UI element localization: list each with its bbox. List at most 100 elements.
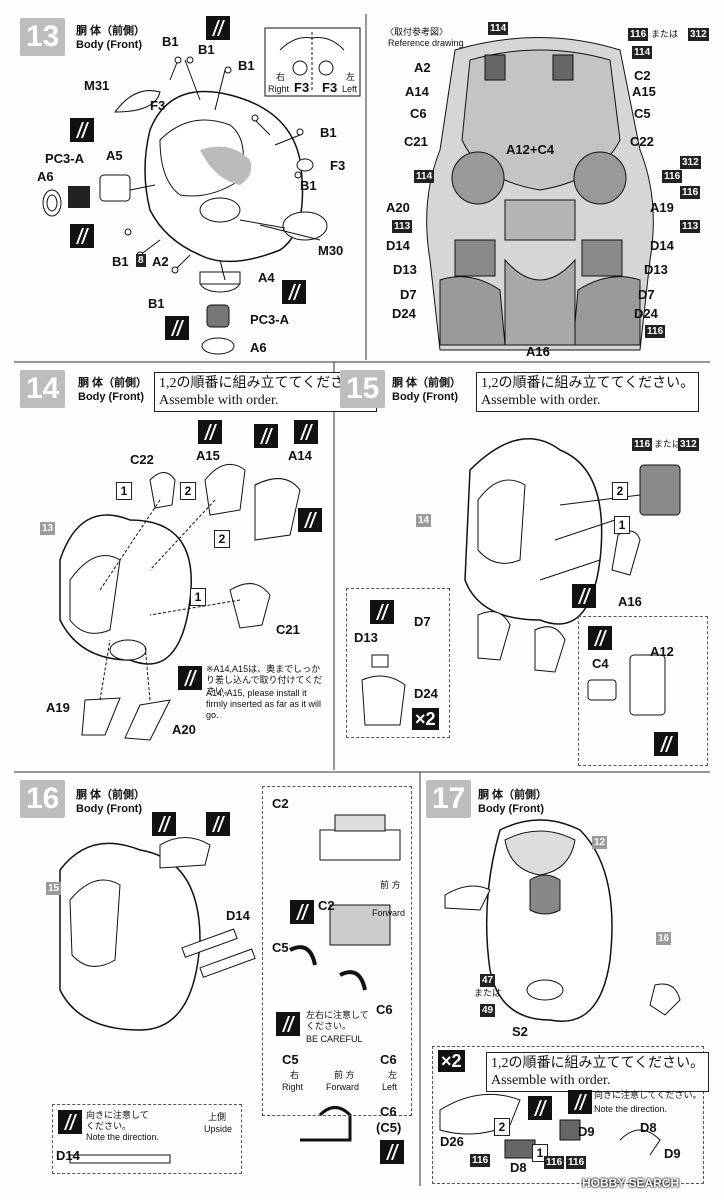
part-label: B1 bbox=[238, 58, 255, 73]
color-tag: 113 bbox=[680, 220, 701, 233]
step-17-title-jp: 胴 体（前側） bbox=[478, 789, 548, 801]
step-15-title-jp: 胴 体（前側） bbox=[392, 377, 462, 389]
step-13-number: 13 bbox=[20, 18, 66, 56]
order-number: 2 bbox=[180, 482, 196, 500]
direction-en: Note the direction. bbox=[86, 1132, 160, 1142]
direction-jp: 向きに注意してください。 bbox=[86, 1110, 149, 1131]
color-tag: 116 bbox=[680, 186, 701, 199]
color-tag: 114 bbox=[414, 170, 435, 183]
part-label: PC3-A bbox=[250, 312, 290, 327]
part-label: A16 bbox=[526, 344, 550, 359]
step-16-title-en: Body (Front) bbox=[76, 803, 142, 815]
part-label: C5 bbox=[282, 1052, 299, 1067]
part-label: A2 bbox=[152, 254, 169, 269]
step-13-title-en: Body (Front) bbox=[76, 39, 142, 51]
step-14-note-jp: 1,2の順番に組み立ててください。 bbox=[159, 376, 373, 391]
part-tag: 8 bbox=[136, 254, 146, 267]
upside-en: Upside bbox=[204, 1124, 233, 1134]
part-label: D9 bbox=[578, 1124, 595, 1139]
inset-right-jp: 右 bbox=[276, 72, 286, 82]
part-label: A12 bbox=[650, 644, 674, 659]
direction-jp: 向きに注意してください。 bbox=[594, 1090, 702, 1100]
part-label: B1 bbox=[162, 34, 179, 49]
color-tag: 116 bbox=[645, 325, 666, 338]
color-tag: 312 bbox=[688, 28, 709, 41]
part-label: D8 bbox=[640, 1120, 657, 1135]
part-label: C5 bbox=[272, 940, 289, 955]
forward-en: Forward bbox=[372, 908, 406, 918]
step-15-note: 1,2の順番に組み立ててください。 Assemble with order. bbox=[476, 372, 700, 412]
paint-icon bbox=[370, 600, 394, 624]
subassembly-box bbox=[578, 616, 708, 766]
part-label: B1 bbox=[300, 178, 317, 193]
paint-icon bbox=[298, 508, 322, 532]
direction-en: Note the direction. bbox=[594, 1104, 668, 1114]
paint-icon bbox=[70, 118, 94, 142]
step-13-title-jp: 胴 体（前側） bbox=[76, 25, 146, 37]
step-17-note: 1,2の順番に組み立ててください。 Assemble with order. bbox=[486, 1052, 710, 1092]
right-jp: 右 bbox=[290, 1070, 300, 1080]
inset-left-en: Left bbox=[342, 84, 358, 94]
paint-icon bbox=[282, 280, 306, 304]
order-number: 2 bbox=[612, 482, 628, 500]
order-number: 2 bbox=[214, 530, 230, 548]
ref-tag: 13 bbox=[40, 522, 56, 535]
part-label: D14 bbox=[56, 1148, 80, 1163]
color-tag: 312 bbox=[678, 438, 699, 451]
part-label: D13 bbox=[354, 630, 378, 645]
part-label: C6 bbox=[380, 1052, 397, 1067]
step-17-note-en: Assemble with order. bbox=[491, 1073, 611, 1088]
step-14-note: 1,2の順番に組み立ててください。 Assemble with order. bbox=[154, 372, 378, 412]
part-label: D13 bbox=[393, 262, 417, 277]
or-text: または bbox=[654, 439, 682, 449]
order-number: 1 bbox=[190, 588, 206, 606]
color-tag: 47 bbox=[480, 974, 496, 987]
color-tag: 116 bbox=[566, 1156, 587, 1169]
color-tag: 312 bbox=[680, 156, 701, 169]
subassembly-box bbox=[262, 786, 412, 1116]
part-label: B1 bbox=[148, 296, 165, 311]
inset-right-en: Right bbox=[268, 84, 290, 94]
paint-icon bbox=[568, 1090, 592, 1114]
paint-icon bbox=[70, 224, 94, 248]
paint-icon bbox=[588, 626, 612, 650]
part-label: D7 bbox=[414, 614, 431, 629]
paint-icon bbox=[198, 420, 222, 444]
part-label: A19 bbox=[46, 700, 70, 715]
upside-jp: 上側 bbox=[208, 1112, 227, 1122]
paint-icon bbox=[572, 584, 596, 608]
part-label: B1 bbox=[320, 125, 337, 140]
forward-en: Forward bbox=[326, 1082, 360, 1092]
step-14-title-en: Body (Front) bbox=[78, 391, 144, 403]
part-label: D14 bbox=[226, 908, 250, 923]
step-16-title-jp: 胴 体（前側） bbox=[76, 789, 146, 801]
part-label: A14 bbox=[288, 448, 312, 463]
part-label: D7 bbox=[638, 287, 655, 302]
watermark: HOBBY SEARCH bbox=[582, 1176, 680, 1190]
part-label: A6 bbox=[250, 340, 267, 355]
subassembly-box bbox=[346, 588, 450, 738]
color-tag: 116 bbox=[470, 1154, 491, 1167]
left-jp: 左 bbox=[388, 1070, 398, 1080]
paint-icon bbox=[152, 812, 176, 836]
part-label: D24 bbox=[414, 686, 438, 701]
color-tag: 116 bbox=[628, 28, 649, 41]
part-label: C6 bbox=[376, 1002, 393, 1017]
step-14-title-jp: 胴 体（前側） bbox=[78, 377, 148, 389]
step-15-number: 15 bbox=[340, 370, 386, 408]
part-label: S2 bbox=[512, 1024, 528, 1039]
part-label: C22 bbox=[130, 452, 154, 467]
order-number: 2 bbox=[494, 1118, 510, 1136]
part-label: F3 bbox=[330, 158, 346, 173]
subassembly-box bbox=[432, 1046, 704, 1184]
order-number: 1 bbox=[116, 482, 132, 500]
part-label: PC3-A bbox=[45, 151, 85, 166]
step-17-title-en: Body (Front) bbox=[478, 803, 544, 815]
part-label: A6 bbox=[37, 169, 54, 184]
left-en: Left bbox=[382, 1082, 398, 1092]
part-label: A12+C4 bbox=[506, 142, 555, 157]
color-tag: 113 bbox=[392, 220, 413, 233]
part-label: C6 bbox=[410, 106, 427, 121]
ref-tag: 14 bbox=[416, 514, 432, 527]
